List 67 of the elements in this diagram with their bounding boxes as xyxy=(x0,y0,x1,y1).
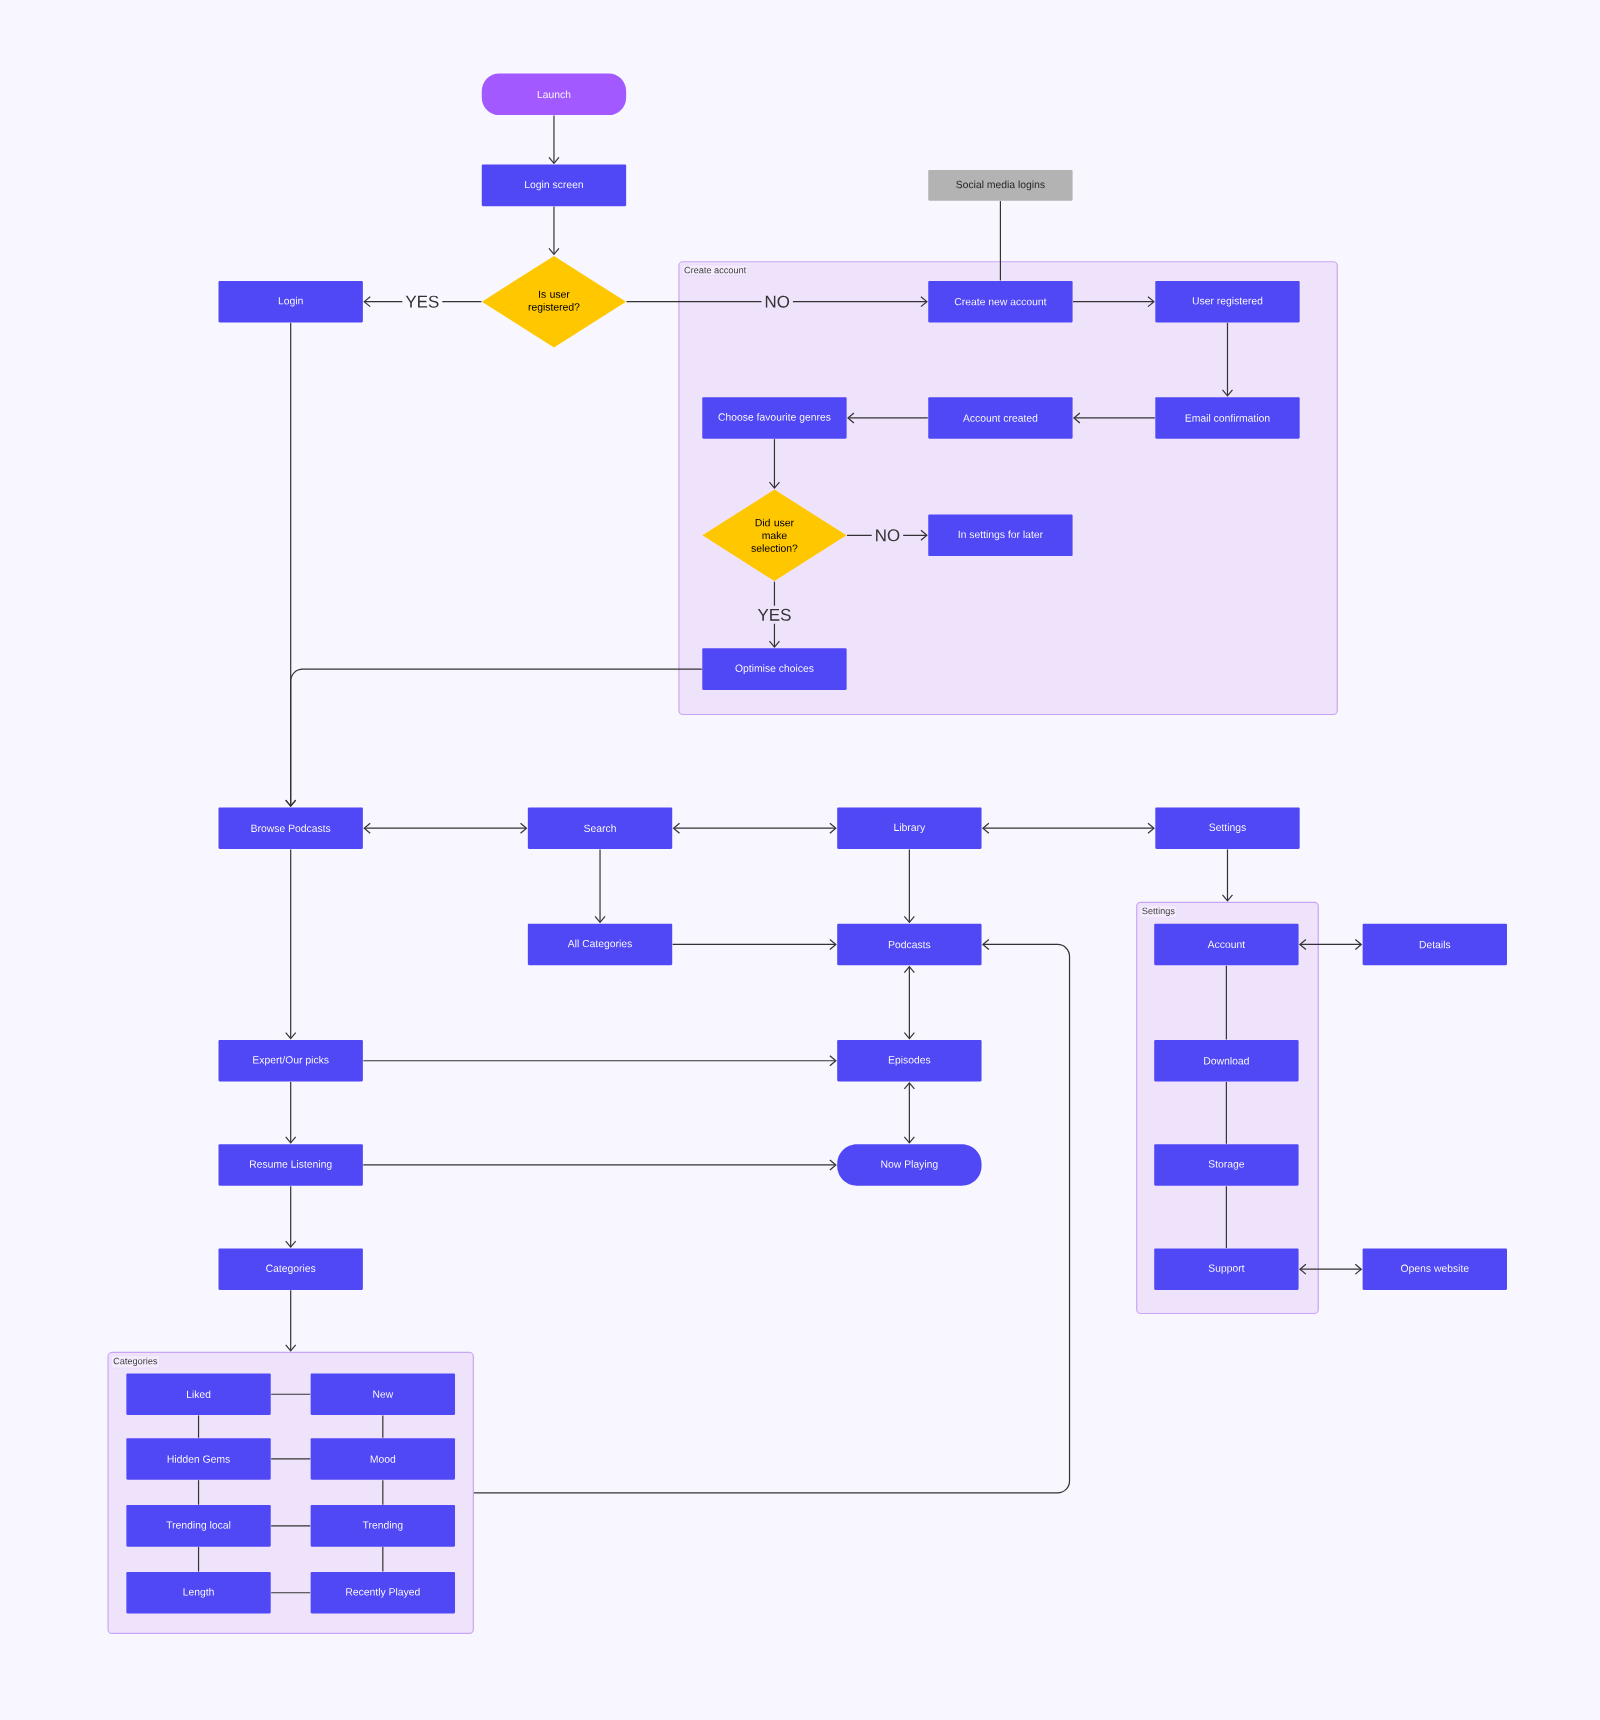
process-box: Episodes xyxy=(836,1039,982,1082)
edge-label: NO xyxy=(871,526,903,545)
process-box: In settings for later xyxy=(928,514,1073,557)
process-box: User registered xyxy=(1155,280,1300,323)
process-box: Search xyxy=(527,807,672,849)
process-box: Social media logins xyxy=(928,170,1073,201)
process-box: Choose favourite genres xyxy=(702,397,847,439)
arrow xyxy=(362,1055,837,1067)
process-box: Trending xyxy=(310,1505,455,1547)
process-box: Trending local xyxy=(126,1505,271,1547)
process-box: Categories xyxy=(218,1248,363,1290)
arrow xyxy=(284,322,297,807)
terminal-box: Now Playing xyxy=(836,1144,982,1186)
process-box: Hidden Gems xyxy=(126,1438,271,1480)
group-label: Create account xyxy=(681,264,749,276)
arrow xyxy=(594,848,606,924)
process-box: Mood xyxy=(310,1438,455,1480)
process-box: Liked xyxy=(126,1373,271,1415)
process-box: New xyxy=(310,1373,455,1415)
arrow xyxy=(284,1289,297,1352)
arrow xyxy=(846,412,929,424)
arrow xyxy=(625,296,928,308)
process-box: Support xyxy=(1154,1248,1299,1290)
process-box: Podcasts xyxy=(836,923,982,966)
process-box: Account created xyxy=(928,397,1073,439)
arrow xyxy=(284,1081,297,1144)
process-box: Download xyxy=(1154,1039,1299,1082)
process-box: All Categories xyxy=(527,923,672,966)
arrow xyxy=(548,205,560,256)
process-box: Length xyxy=(126,1572,271,1614)
process-box: Account xyxy=(1154,923,1299,966)
process-box: Recently Played xyxy=(310,1572,455,1614)
arrow xyxy=(284,848,297,1040)
arrow xyxy=(1072,296,1155,308)
arrow xyxy=(768,438,780,489)
process-box: Browse Podcasts xyxy=(218,807,363,849)
process-box: Optimise choices xyxy=(702,648,847,690)
arrow xyxy=(284,1185,297,1248)
arrow xyxy=(1298,1263,1362,1275)
arrow xyxy=(1072,412,1156,424)
arrow xyxy=(362,1159,837,1171)
process-box: Login xyxy=(218,280,363,323)
process-box: Expert/Our picks xyxy=(218,1039,363,1082)
arrow xyxy=(981,822,1155,834)
process-box: Storage xyxy=(1154,1144,1299,1186)
group-label: Categories xyxy=(110,1355,160,1369)
group-label: Settings xyxy=(1139,905,1178,919)
arrow xyxy=(903,965,915,1040)
arrow xyxy=(363,822,528,834)
arrow xyxy=(903,1081,915,1144)
arrow xyxy=(1298,938,1362,951)
process-box: Library xyxy=(836,807,982,849)
process-box: Details xyxy=(1362,923,1507,966)
terminal-box: Launch xyxy=(481,73,626,116)
arrow xyxy=(1221,848,1233,902)
arrow xyxy=(1221,322,1233,397)
arrow xyxy=(473,938,1070,1494)
process-box: Resume Listening xyxy=(218,1144,363,1186)
arrow xyxy=(671,938,837,951)
process-box: Email confirmation xyxy=(1155,397,1300,439)
process-box: Login screen xyxy=(481,164,626,207)
process-box: Opens website xyxy=(1362,1248,1507,1290)
process-box: Settings xyxy=(1155,807,1300,849)
arrow xyxy=(672,822,837,834)
process-box: Create new account xyxy=(928,280,1073,323)
arrow xyxy=(548,114,560,165)
arrow xyxy=(903,848,915,924)
